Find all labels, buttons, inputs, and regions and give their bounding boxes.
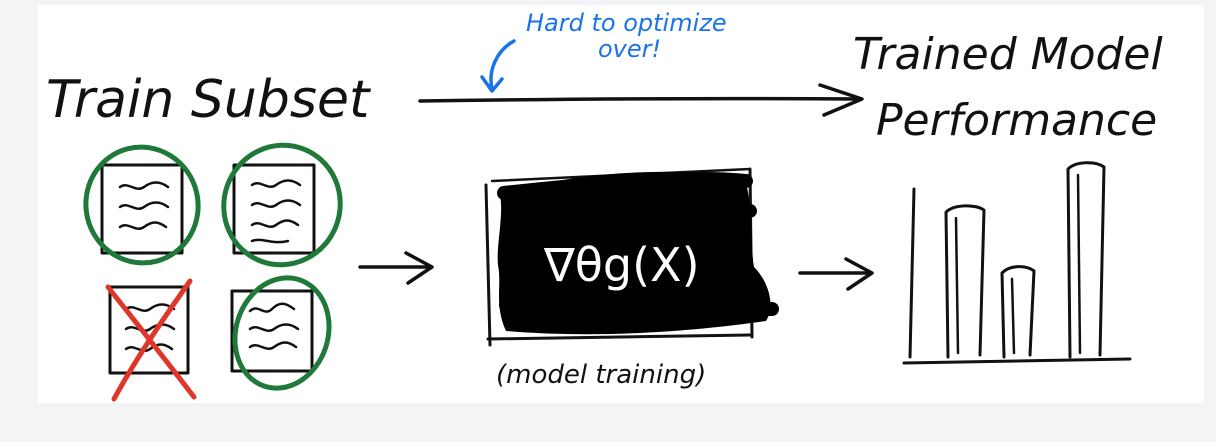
gradient-formula: ∇θg(X) (543, 238, 700, 292)
note-line-1: Hard to optimize (526, 9, 727, 37)
document-3 (105, 278, 197, 402)
bars-baseline (902, 357, 1132, 365)
train-subset-label: Train Subset (46, 70, 371, 130)
top-arrow (418, 83, 864, 117)
document-2 (221, 142, 343, 268)
performance-bar-1 (944, 204, 986, 359)
document-grid (83, 142, 343, 402)
scribble-strokes (497, 171, 779, 317)
diagram-svg: Train Subset Hard to optimize over! Trai… (46, 9, 1163, 402)
model-training-box: ∇θg(X) (model training) (484, 167, 779, 390)
note-pointer-arrow (480, 39, 516, 93)
diagram-canvas: Train Subset Hard to optimize over! Trai… (38, 5, 1204, 403)
output-label-line-2: Performance (876, 95, 1157, 146)
performance-bar-3-stroke (1076, 173, 1082, 355)
reject-cross-stroke-1 (105, 284, 197, 400)
bars-axis-stroke (908, 187, 916, 359)
arrow-to-performance (798, 257, 874, 291)
performance-bars (902, 161, 1132, 365)
arrow-to-training (358, 251, 434, 285)
performance-bar-1-stroke (954, 216, 960, 355)
output-label-line-1: Trained Model (853, 29, 1163, 80)
model-training-caption: (model training) (496, 360, 706, 390)
reject-cross-stroke-2 (111, 278, 193, 402)
performance-bar-2 (1000, 265, 1036, 359)
performance-bar-2-stroke (1010, 277, 1016, 355)
selected-circle-2 (221, 142, 343, 268)
performance-bar-3 (1066, 161, 1106, 359)
note-line-2: over! (598, 35, 661, 63)
document-1 (83, 144, 201, 266)
selected-circle-1 (83, 144, 201, 266)
selected-circle-4 (232, 275, 332, 391)
document-4 (230, 275, 332, 391)
